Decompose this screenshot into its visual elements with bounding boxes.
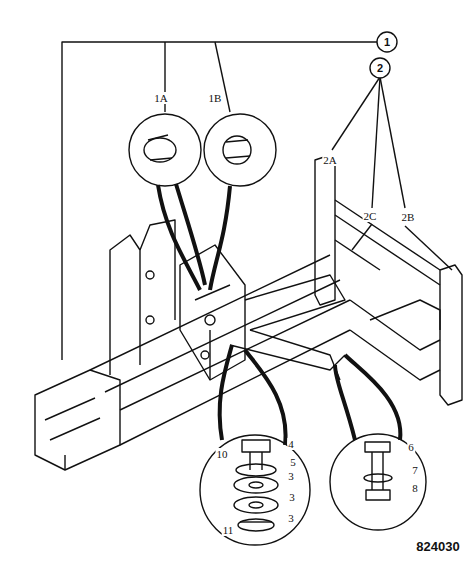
callout-number: 3 bbox=[288, 491, 296, 503]
callout-number: 2A bbox=[322, 154, 337, 166]
callout-number: 4 bbox=[287, 438, 295, 450]
callout-number: 3 bbox=[287, 512, 295, 524]
drawing-number: 824030 bbox=[415, 541, 460, 553]
callout-number: 6 bbox=[407, 441, 415, 453]
callout-number: 3 bbox=[287, 470, 295, 482]
callout-number: 7 bbox=[411, 464, 419, 476]
callout-number: 2C bbox=[363, 210, 378, 222]
callout-circle: 2 bbox=[369, 57, 391, 79]
callout-circle: 1 bbox=[376, 31, 398, 53]
callout-number: 5 bbox=[289, 456, 297, 468]
callout-number: 2 bbox=[377, 62, 383, 74]
callout-number: 10 bbox=[216, 448, 229, 460]
callout-number: 11 bbox=[222, 524, 235, 536]
callout-number: 8 bbox=[411, 482, 419, 494]
callout-number: 1A bbox=[153, 92, 168, 104]
callout-number: 2B bbox=[401, 211, 416, 223]
callout-number: 1B bbox=[208, 92, 223, 104]
callout-number: 1 bbox=[384, 36, 390, 48]
